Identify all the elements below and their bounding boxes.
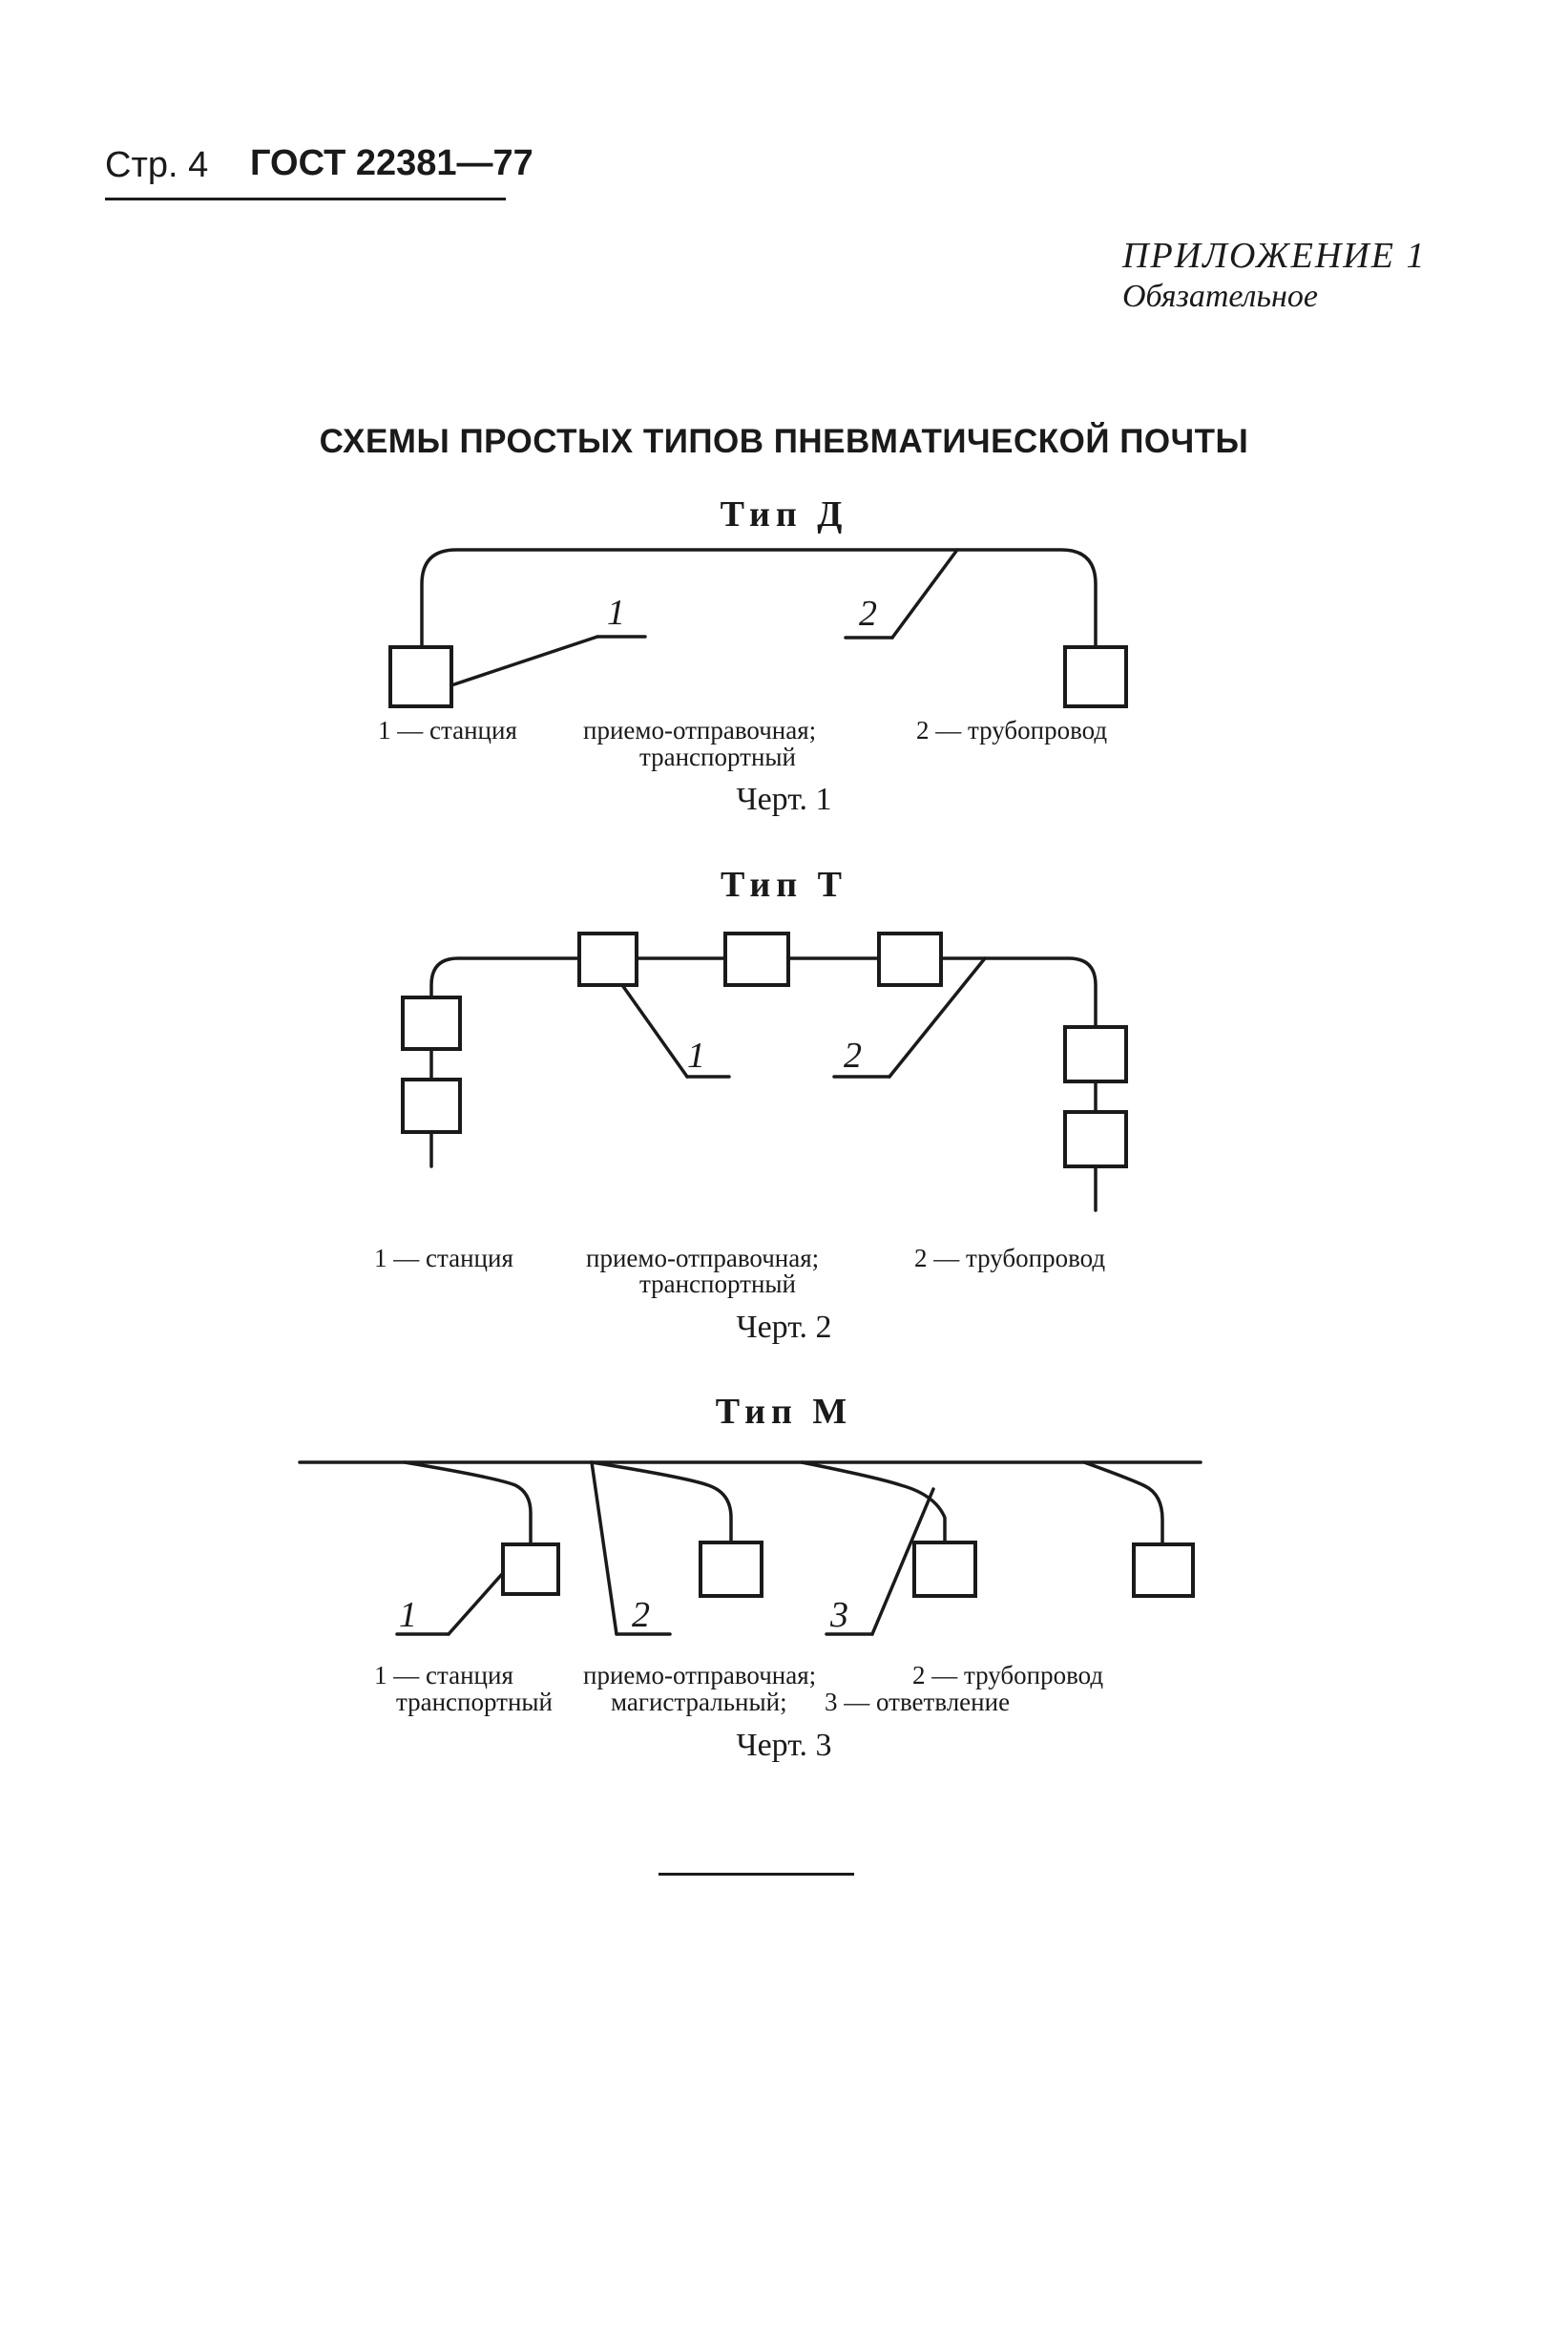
- figure-1-pipeline: [420, 548, 1098, 649]
- figure-3-title: Тип М: [715, 1392, 853, 1432]
- page-title: СХЕМЫ ПРОСТЫХ ТИПОВ ПНЕВМАТИЧЕСКОЙ ПОЧТЫ: [319, 423, 1249, 460]
- figure-2-leader-2: [888, 956, 987, 1079]
- figure-2-leader-1: [620, 983, 689, 1079]
- figure-2-station-top-2: [723, 932, 790, 987]
- figure-3-label-1: 1: [399, 1595, 417, 1635]
- figure-3-label-2: 2: [632, 1595, 650, 1635]
- figure-3-caption-5: магистральный;: [611, 1688, 787, 1716]
- figure-2-caption-4: транспортный: [639, 1269, 796, 1298]
- figure-3-label-3: 3: [829, 1595, 848, 1635]
- figure-3-station-2: [699, 1541, 763, 1598]
- figure-1-label-2: 2: [859, 594, 877, 634]
- figure-1-label-1: 1: [607, 593, 625, 633]
- figure-3-leader-3: [870, 1487, 935, 1636]
- figure-3-label: Черт. 3: [736, 1728, 832, 1763]
- figure-3-station-4: [1132, 1542, 1195, 1598]
- figure-2-station-right-2: [1063, 1110, 1128, 1168]
- figure-3-caption-4: транспортный: [396, 1688, 553, 1716]
- figure-3-caption-3: 2 — трубопровод: [912, 1661, 1104, 1689]
- figure-1-station-left: [388, 645, 453, 708]
- figure-3-leader-2: [590, 1460, 618, 1636]
- figure-1-caption-3: 2 — трубопровод: [916, 716, 1108, 745]
- figure-2-title: Тип Т: [720, 865, 848, 905]
- appendix-title: ПРИЛОЖЕНИЕ 1: [1122, 236, 1427, 276]
- figure-2-caption-2: приемо-отправочная;: [586, 1244, 820, 1272]
- figure-1-caption-1: 1 — станция: [378, 716, 517, 745]
- figure-3-branch-4: [1082, 1460, 1164, 1546]
- figure-1-title: Тип Д: [720, 494, 848, 535]
- appendix-subtitle: Обязательное: [1122, 279, 1318, 314]
- figure-2-caption-3: 2 — трубопровод: [914, 1244, 1106, 1272]
- header-rule: [105, 198, 506, 200]
- figure-1-caption-4: транспортный: [639, 743, 796, 771]
- figure-3-branch-1: [403, 1460, 533, 1546]
- figure-3-caption-1: 1 — станция: [374, 1661, 513, 1689]
- standard-number: ГОСТ 22381—77: [250, 143, 533, 183]
- figure-3-leader-1: [447, 1571, 505, 1636]
- figure-1-caption-2: приемо-отправочная;: [583, 716, 817, 745]
- figure-2-label-2: 2: [844, 1036, 862, 1076]
- figure-3-station-3: [912, 1541, 977, 1598]
- figure-1-leader-2: [890, 548, 959, 640]
- figure-3-station-1: [501, 1542, 560, 1596]
- end-rule: [659, 1873, 854, 1876]
- figure-1-label: Черт. 1: [736, 782, 832, 817]
- figure-1-station-right: [1063, 645, 1128, 708]
- figure-2-station-right-1: [1063, 1025, 1128, 1083]
- figure-3-branch-2: [590, 1460, 733, 1544]
- figure-2-station-top-1: [577, 932, 638, 987]
- figure-2-label-1: 1: [687, 1036, 705, 1076]
- figure-3-caption-2: приемо-отправочная;: [583, 1661, 817, 1689]
- figure-2-station-top-3: [877, 932, 943, 987]
- figure-1-leader-1: [449, 635, 599, 687]
- figure-3-branch-3: [800, 1460, 947, 1544]
- figure-2-station-left-2: [401, 1078, 462, 1134]
- figure-2-caption-1: 1 — станция: [374, 1244, 513, 1272]
- figure-3-caption-6: 3 — ответвление: [825, 1688, 1011, 1716]
- figure-2-station-left-1: [401, 996, 462, 1051]
- figure-2-pipeline: [429, 956, 1098, 1029]
- figure-2-label: Черт. 2: [736, 1310, 832, 1345]
- page-number: Стр. 4: [105, 145, 209, 185]
